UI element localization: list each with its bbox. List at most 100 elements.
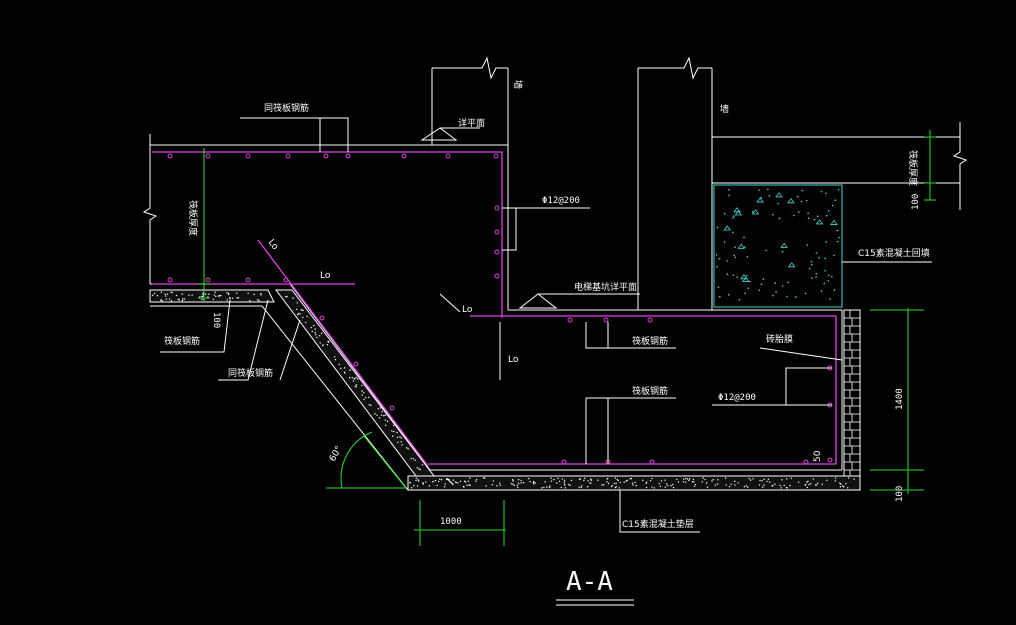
stipple-dot bbox=[790, 477, 792, 479]
fill-dot bbox=[728, 189, 730, 191]
stipple-dot bbox=[208, 293, 210, 295]
stipple-dot bbox=[170, 291, 172, 294]
stipple-dot bbox=[438, 480, 440, 483]
stipple-dot bbox=[737, 482, 739, 484]
stipple-dot bbox=[231, 297, 234, 299]
stipple-dot bbox=[630, 477, 633, 480]
fill-dot bbox=[738, 298, 741, 301]
stipple-dot bbox=[396, 436, 399, 439]
stipple-dot bbox=[354, 385, 357, 387]
stipple-dot bbox=[517, 486, 519, 489]
fill-aggregate bbox=[787, 262, 796, 268]
stipple-dot bbox=[333, 356, 336, 358]
stipple-dot bbox=[170, 300, 173, 302]
label-dim-100-right-top: 100 bbox=[911, 194, 921, 210]
stipple-dot bbox=[302, 309, 304, 312]
stipple-dot bbox=[816, 482, 819, 485]
wall-left-top-break bbox=[432, 56, 508, 80]
stipple-dot bbox=[789, 484, 791, 487]
fill-box bbox=[713, 184, 843, 308]
fill-dot bbox=[827, 280, 830, 282]
stipple-dot bbox=[701, 481, 703, 483]
stipple-dot bbox=[607, 482, 610, 485]
stipple-dot bbox=[384, 414, 387, 416]
stipple-dot bbox=[365, 396, 367, 399]
stipple-dot bbox=[743, 485, 746, 488]
stipple-dot bbox=[448, 478, 450, 481]
stipple-dot bbox=[611, 484, 613, 487]
stipple-dot bbox=[485, 485, 487, 487]
stipple-dot bbox=[202, 293, 204, 295]
fill-dot bbox=[733, 254, 735, 257]
stipple-dot bbox=[302, 316, 304, 319]
stipple-dot bbox=[207, 296, 209, 298]
fill-dot bbox=[787, 281, 790, 284]
stipple-dot bbox=[292, 297, 294, 299]
stipple-dot bbox=[301, 309, 303, 311]
stipple-dot bbox=[570, 479, 573, 482]
fill-dot bbox=[807, 217, 810, 220]
stipple-dot bbox=[704, 478, 706, 481]
fill-dots bbox=[715, 188, 840, 301]
stipple-dot bbox=[384, 424, 387, 427]
stipple-dot bbox=[321, 332, 323, 335]
label-dim-100-left: 100 bbox=[211, 312, 221, 328]
stipple-dot bbox=[419, 468, 421, 471]
stipple-dot bbox=[748, 477, 750, 480]
stipple-dot bbox=[806, 486, 809, 489]
fill-aggregate bbox=[775, 192, 783, 198]
leader-rebar-bottom bbox=[712, 367, 832, 406]
stipple-dot bbox=[457, 482, 459, 484]
fill-dot bbox=[718, 257, 721, 260]
fill-dot bbox=[760, 283, 763, 286]
rebar-dots bbox=[167, 153, 833, 465]
leaders bbox=[160, 117, 932, 533]
stipple-dot bbox=[161, 300, 163, 302]
fill-dot bbox=[801, 189, 804, 192]
stipple-dot bbox=[236, 292, 238, 294]
stipple-dot bbox=[348, 376, 351, 379]
pad-slope bbox=[274, 289, 436, 477]
stipple-dot bbox=[763, 484, 765, 486]
stipple-dot bbox=[425, 481, 427, 483]
fill-dot bbox=[820, 290, 823, 292]
stipple-dot bbox=[436, 484, 438, 487]
stipple-dot bbox=[314, 328, 316, 330]
stipple-dot bbox=[614, 486, 617, 489]
stipple-dot bbox=[304, 321, 307, 324]
fill-dot bbox=[824, 257, 827, 260]
stipple-dot bbox=[601, 484, 603, 486]
fill-dot bbox=[734, 246, 736, 248]
fill-aggregate bbox=[733, 207, 741, 213]
stipple-dot bbox=[580, 486, 582, 489]
stipple-dot bbox=[617, 479, 619, 482]
stipple-dot bbox=[684, 481, 687, 484]
stipple-dot bbox=[578, 486, 580, 488]
fill-dot bbox=[813, 218, 816, 221]
stipple-dot bbox=[548, 486, 551, 488]
fill-aggregate bbox=[723, 225, 731, 231]
stipple-dot bbox=[847, 477, 850, 479]
rebar-section-dot bbox=[245, 277, 251, 283]
fill-dot bbox=[726, 273, 729, 275]
stipple-dot bbox=[651, 477, 653, 480]
stipple-dot bbox=[583, 479, 585, 482]
fill-dot bbox=[827, 210, 830, 212]
title-block: A-A bbox=[556, 567, 634, 606]
stipple-dot bbox=[619, 481, 621, 484]
rebar-section-dot bbox=[285, 153, 291, 159]
stipple-dot bbox=[512, 480, 514, 482]
stipple-dot bbox=[728, 486, 731, 488]
stipple-dot bbox=[328, 341, 330, 343]
fill-dot bbox=[774, 282, 777, 284]
stipple-dot bbox=[714, 484, 717, 486]
stipple-dot bbox=[455, 481, 457, 484]
fill-dot bbox=[732, 274, 735, 277]
stipple-dot bbox=[804, 483, 807, 486]
stipple-dot bbox=[227, 292, 230, 295]
rebar-section-dot bbox=[323, 153, 329, 159]
brick-mold bbox=[843, 309, 861, 477]
stipple-dot bbox=[664, 486, 667, 488]
stipple-dot bbox=[432, 480, 434, 483]
stipple-dot bbox=[253, 293, 255, 296]
